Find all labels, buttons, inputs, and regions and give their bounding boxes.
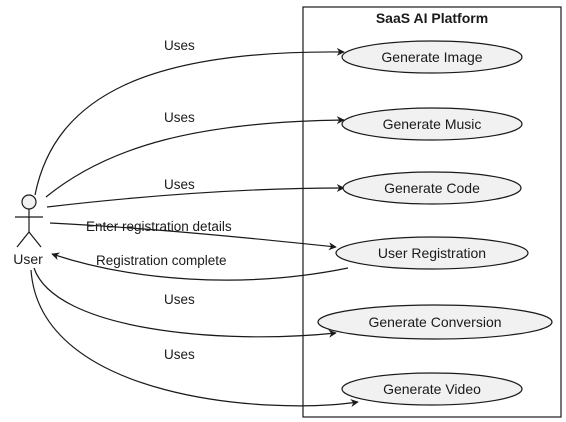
edge-uses-generate-image — [34, 47, 345, 196]
edge-label-uses-conversion: Uses — [164, 292, 195, 307]
stick-figure-icon — [15, 194, 43, 248]
use-case-label: User Registration — [378, 245, 486, 261]
edge-enter-registration-details — [49, 222, 337, 251]
edge-uses-generate-code — [46, 184, 345, 208]
use-case-label: Generate Music — [383, 116, 482, 132]
edge-label-uses-code: Uses — [164, 177, 195, 192]
relation-labels: Uses Uses Uses Enter registration detail… — [86, 38, 232, 362]
use-case-generate-conversion[interactable]: Generate Conversion — [317, 304, 553, 340]
use-case-user-registration[interactable]: User Registration — [335, 236, 529, 270]
edge-uses-generate-video — [30, 269, 359, 408]
actor-label: User — [13, 251, 43, 267]
use-case-label: Generate Image — [381, 49, 482, 65]
system-boundary-title: SaaS AI Platform — [376, 10, 488, 26]
use-case-label: Generate Video — [383, 381, 481, 397]
use-case-label: Generate Code — [384, 180, 480, 196]
actor-user[interactable]: User — [13, 194, 43, 267]
edge-uses-generate-conversion — [33, 267, 337, 338]
relations — [30, 47, 359, 408]
use-case-generate-music[interactable]: Generate Music — [341, 107, 523, 141]
use-case-generate-video[interactable]: Generate Video — [341, 372, 523, 406]
edge-label-enter-registration: Enter registration details — [86, 219, 232, 234]
system-boundary-frame — [302, 6, 562, 418]
edge-label-uses-image: Uses — [164, 38, 195, 53]
edge-label-uses-music: Uses — [164, 110, 195, 125]
use-case-generate-image[interactable]: Generate Image — [341, 40, 523, 74]
edge-label-registration-complete: Registration complete — [96, 253, 227, 268]
edge-uses-generate-music — [45, 116, 345, 198]
edge-label-uses-video: Uses — [164, 347, 195, 362]
use-case-generate-code[interactable]: Generate Code — [342, 171, 522, 205]
system-boundary: SaaS AI Platform — [302, 6, 562, 418]
use-case-label: Generate Conversion — [368, 314, 501, 330]
edge-registration-complete — [51, 252, 349, 281]
